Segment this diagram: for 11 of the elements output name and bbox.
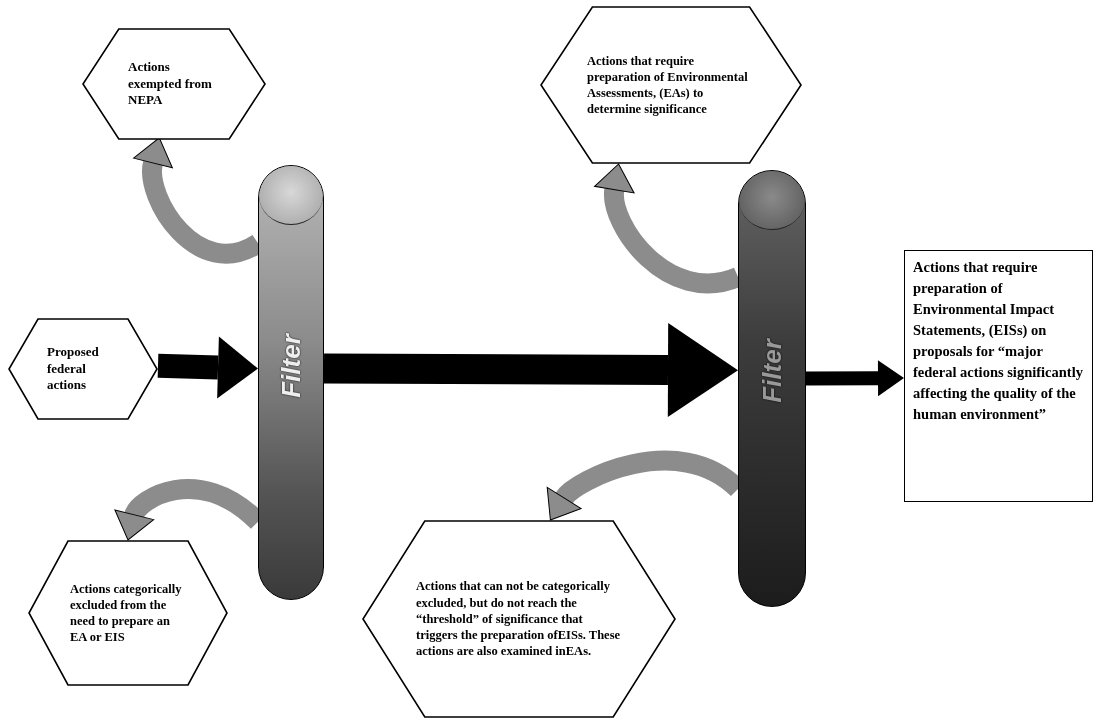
arrow [157,336,258,399]
hexagon-box: Actions categorically excluded from the need to prepare an EA or EIS [28,540,228,686]
hexagon-box: Actions that require preparation of Environmental Assessments, (EAs) to determine significance [540,6,802,164]
hexagon-box: Actions that can not be categorically excluded, but do not reach the “threshold” of significance that triggers the preparation ofEISs. These actions are also examined inEAs. [362,520,676,718]
filter-cylinder: Filter [258,165,324,600]
filter-cylinder: Filter [738,170,806,607]
hexagon-box: Actions exempted from NEPA [82,28,266,140]
text-box: Actions that require preparation of Environmental Impact Statements, (EISs) on proposals for “major federal actions significantly affecting the quality of the human environment” [904,250,1093,502]
arrow [805,360,904,397]
hexagon-box: Proposed federal actions [8,318,158,420]
arrow [323,322,738,417]
